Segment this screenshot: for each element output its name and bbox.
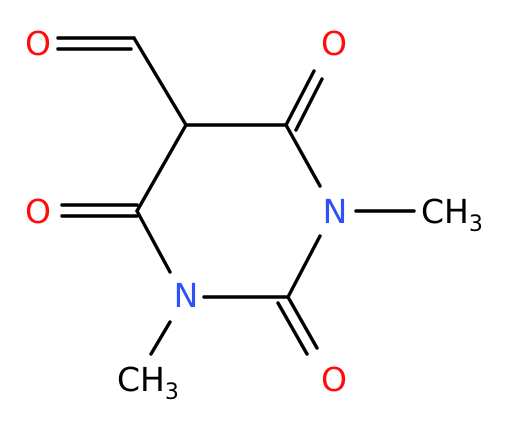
atom-ch3-right: CH3	[421, 192, 483, 237]
ch3-right-subscript: 3	[469, 212, 483, 237]
atom-o-left: O	[25, 192, 51, 231]
atom-o-aldehyde: O	[25, 24, 51, 63]
bond-c5-c4	[135, 123, 188, 213]
atom-labels: O O O O N N CH3 CH3	[25, 24, 483, 405]
ch3-bottom-subscript: 3	[165, 380, 179, 405]
bond-n3-ch3	[149, 320, 172, 356]
bonds	[56, 36, 416, 356]
atom-o-top: O	[321, 24, 347, 63]
ch3-bottom-symbol: CH	[117, 360, 165, 399]
bond-c6-o-2	[294, 77, 324, 132]
bond-c2-o-1	[286, 295, 319, 350]
bond-c6-o-1	[284, 69, 316, 127]
bond-n3-c4	[135, 209, 172, 274]
atom-ch3-bottom: CH3	[117, 360, 179, 405]
bond-c6-n1	[284, 123, 322, 188]
bond-cho-c5	[132, 36, 188, 127]
bond-n1-c2	[286, 234, 322, 299]
atom-o-bottom: O	[321, 360, 347, 399]
bond-c2-o-2	[276, 301, 309, 356]
atom-n-bottom: N	[174, 276, 199, 315]
ch3-right-symbol: CH	[421, 192, 469, 231]
atom-n-right: N	[323, 192, 348, 231]
